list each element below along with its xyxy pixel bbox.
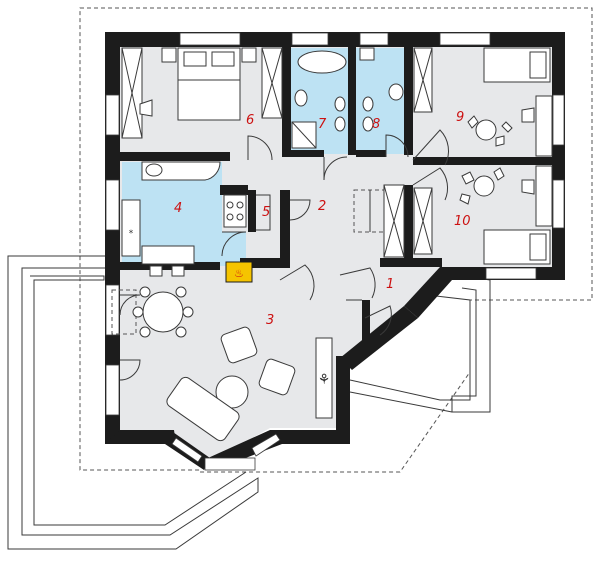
- dining-table: [142, 291, 184, 333]
- living-room-3-furniture: ⚘: [111, 286, 333, 442]
- armchair-1: [220, 326, 258, 364]
- bathtub: [297, 50, 347, 74]
- room-number-2: 2: [318, 199, 326, 214]
- room-number-4: 4: [174, 201, 182, 216]
- wc-8-fixtures: [359, 47, 404, 132]
- table-10: [473, 175, 495, 197]
- tv-cabinet: [315, 337, 333, 419]
- bathroom-7-fixtures: [291, 50, 347, 149]
- bedroom-6-furniture: [121, 47, 283, 139]
- windows: [105, 32, 565, 471]
- table-9: [475, 119, 497, 141]
- roof-outline: [79, 7, 593, 473]
- room-number-9: 9: [456, 110, 464, 125]
- svg-text:⚘: ⚘: [318, 372, 331, 388]
- cooktop: [223, 194, 247, 228]
- room-number-8: 8: [372, 117, 380, 132]
- room-number-5: 5: [262, 205, 270, 220]
- room-number-7: 7: [318, 117, 327, 132]
- toilet-7: [294, 89, 308, 107]
- hall-2-features: [256, 184, 405, 258]
- inner-walls: [108, 45, 553, 352]
- room-number-1: 1: [386, 277, 394, 292]
- room-number-6: 6: [246, 113, 254, 128]
- svg-text:*: *: [129, 229, 134, 239]
- armchair-2: [258, 358, 296, 396]
- toilet-8: [388, 83, 404, 101]
- room-number-10: 10: [454, 214, 471, 229]
- room-10-furniture: [413, 165, 553, 265]
- terrace-right: [349, 274, 491, 413]
- fireplace: [225, 261, 253, 283]
- doors: [119, 129, 449, 381]
- room-9-furniture: [413, 47, 553, 157]
- room-number-3: 3: [266, 313, 274, 328]
- kitchen-4-fixtures: *: [121, 161, 247, 277]
- kitchen-counter: [141, 245, 195, 265]
- sink: [145, 163, 163, 177]
- fireplace-flame-icon: ♨: [234, 267, 244, 280]
- sofa: [166, 376, 240, 442]
